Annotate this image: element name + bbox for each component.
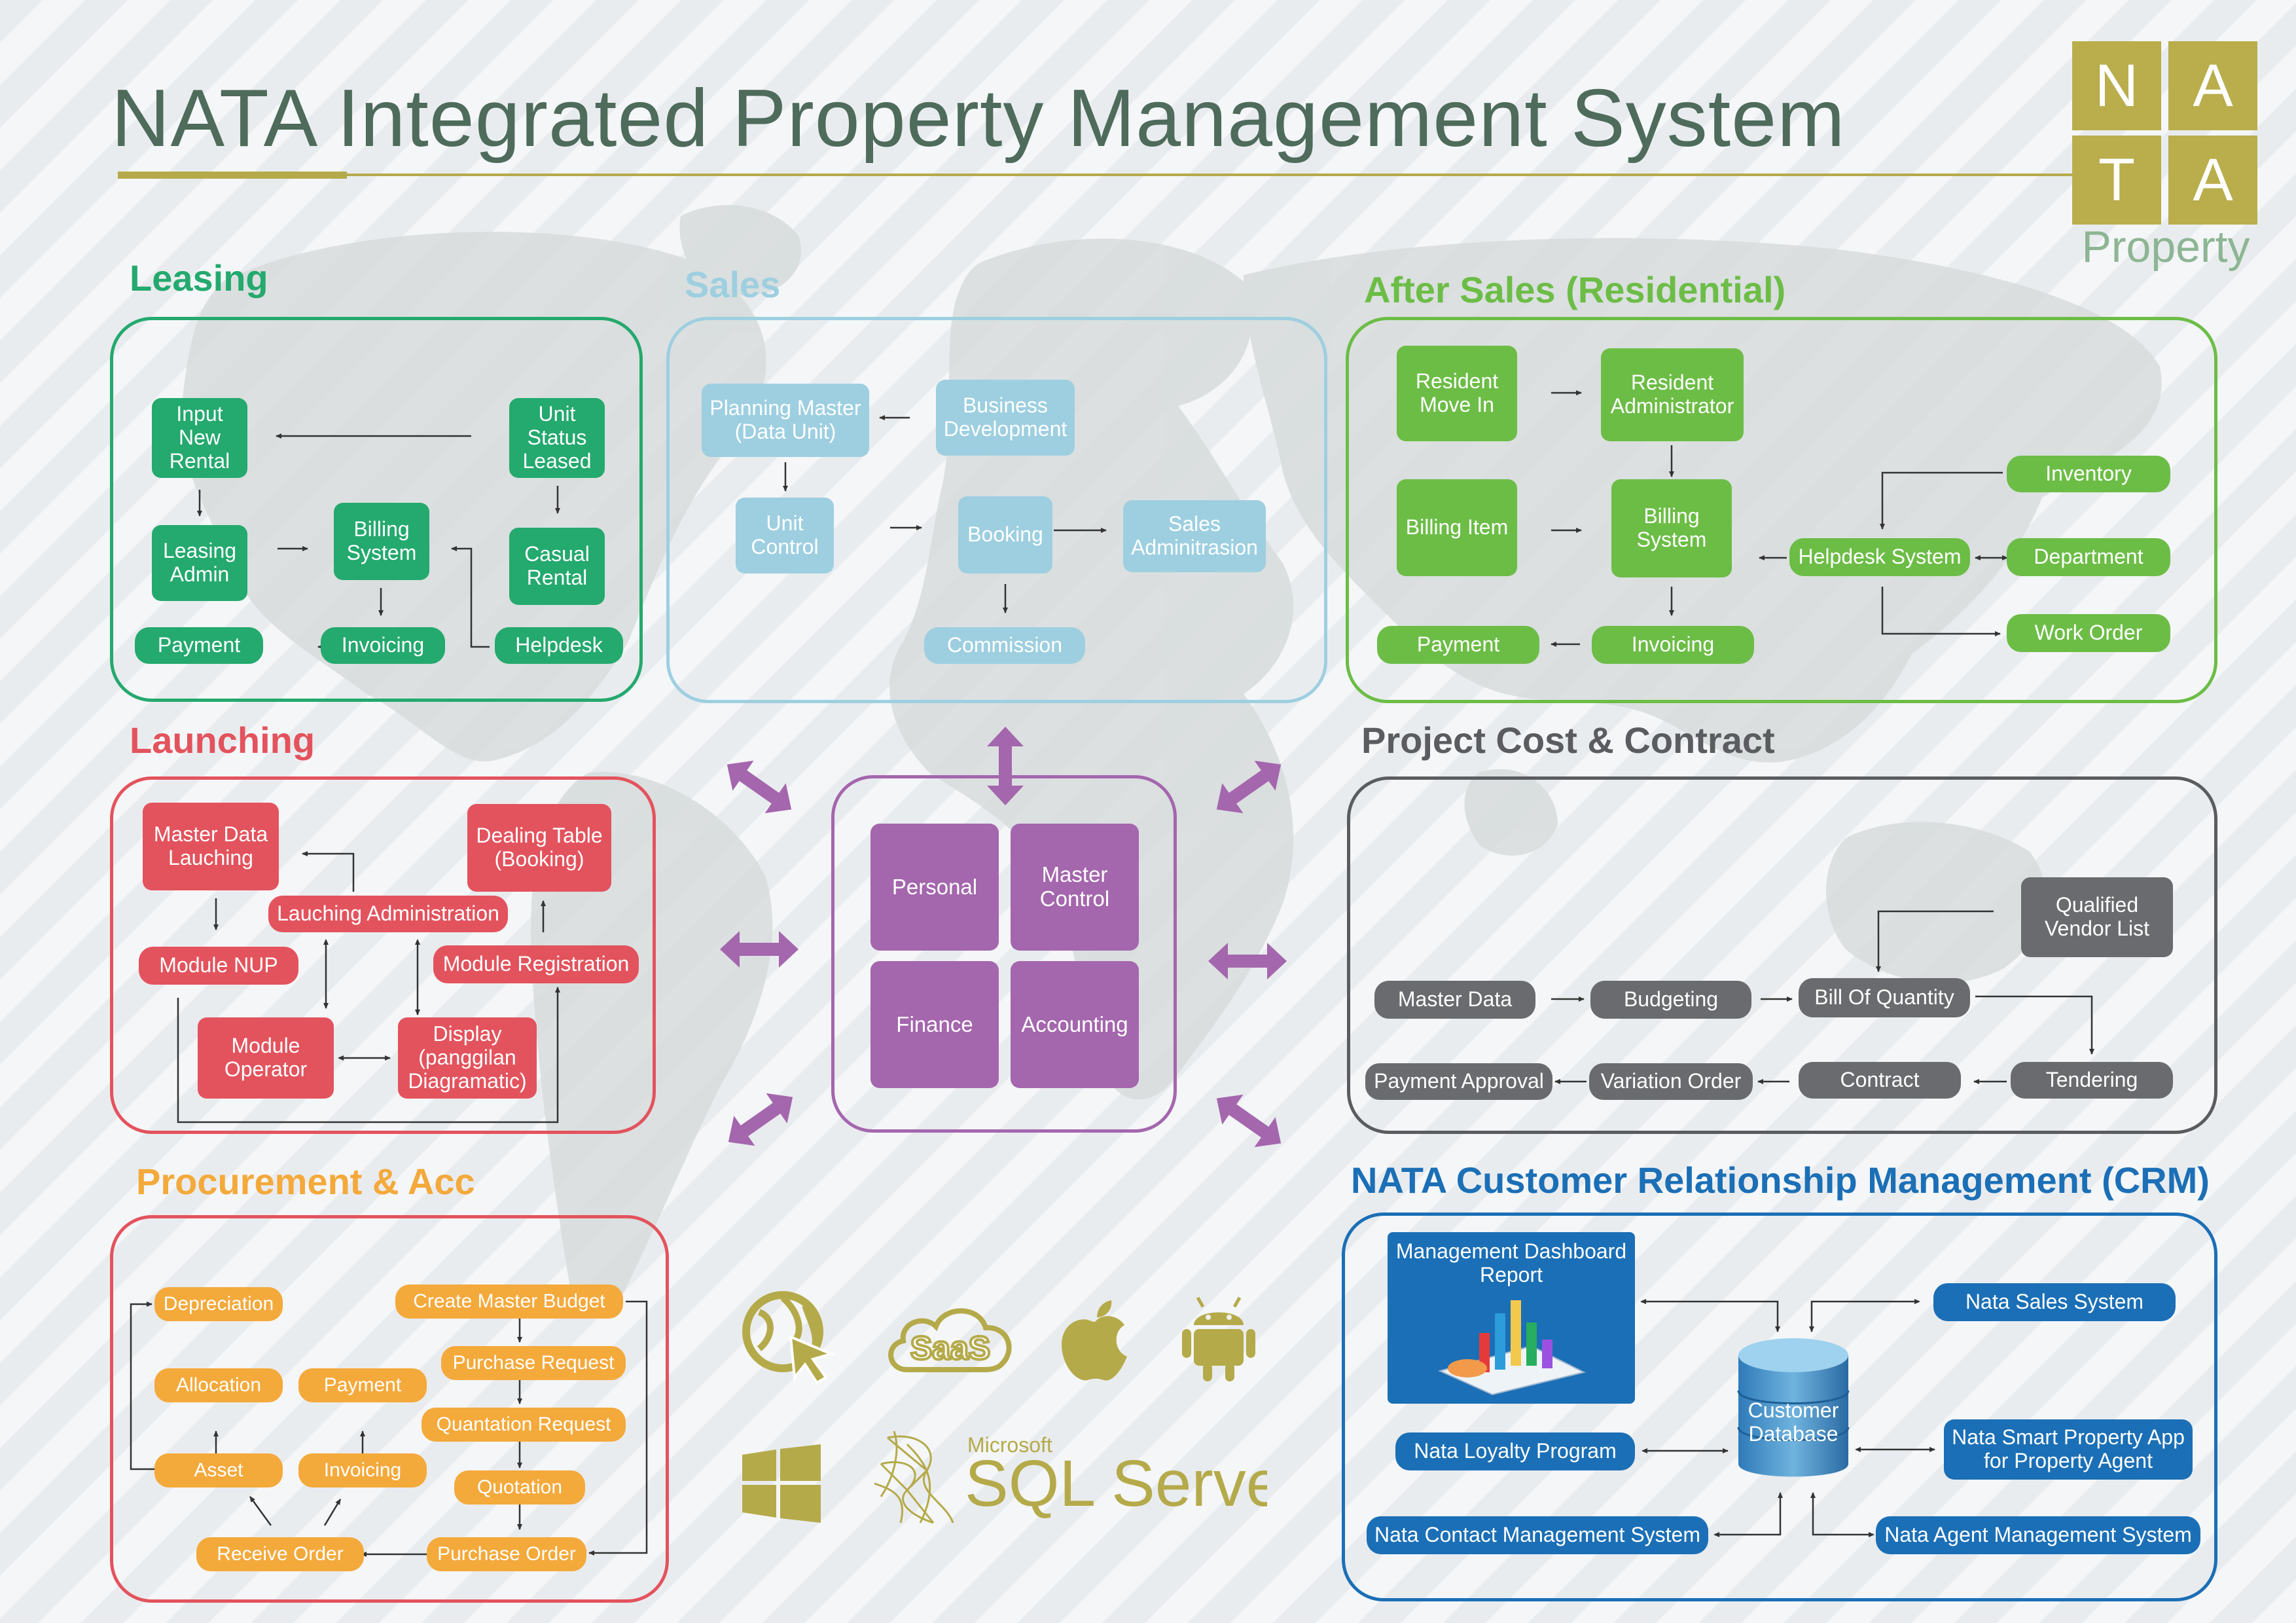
node-inventory[interactable]: Inventory [2007,456,2170,492]
node-billing-item[interactable]: Billing Item [1397,479,1517,576]
dashboard-chart-icon [1438,1300,1586,1396]
node-nata-smart-property[interactable]: Nata Smart Property App for Property Age… [1944,1419,2193,1480]
procurement-panel [110,1215,669,1603]
sql-server-icon: Microsoft SQL Server [874,1431,1267,1524]
title-underline [118,173,2075,176]
sales-panel [666,317,1327,703]
node-allocation[interactable]: Allocation [154,1368,283,1402]
saas-cloud-icon: SaaS [888,1308,1012,1372]
launching-panel [110,776,656,1134]
node-business-development[interactable]: Business Development [936,380,1075,456]
sql-product-text: SQL Server [965,1447,1267,1520]
section-title-after-sales: After Sales (Residential) [1364,269,1786,310]
section-title-crm: NATA Customer Relationship Management (C… [1351,1159,2210,1201]
node-create-master-budget[interactable]: Create Master Budget [395,1285,623,1319]
node-accounting[interactable]: Accounting [1011,961,1139,1088]
logo-letter-n: N [2072,41,2161,130]
node-work-order[interactable]: Work Order [2007,614,2170,652]
page-title: NATA Integrated Property Management Syst… [111,73,1846,164]
sql-brand-text: Microsoft [967,1433,1052,1457]
node-input-new-rental[interactable]: Input New Rental [152,398,247,478]
node-qualified-vendor[interactable]: Qualified Vendor List [2021,877,2173,957]
leasing-panel [110,317,643,702]
logo-letter-a2: A [2168,136,2257,225]
logo-subtitle: Property [2081,222,2250,272]
logo-letter-a: A [2168,41,2257,130]
node-master-data-launching[interactable]: Master Data Lauching [143,803,279,890]
node-unit-control[interactable]: Unit Control [736,498,834,574]
node-depreciation[interactable]: Depreciation [154,1287,283,1321]
node-personal[interactable]: Personal [870,824,999,951]
node-payment-approval[interactable]: Payment Approval [1365,1063,1552,1100]
node-budgeting[interactable]: Budgeting [1590,981,1751,1019]
node-department[interactable]: Department [2007,538,2170,576]
section-title-project-cost: Project Cost & Contract [1361,720,1775,761]
nata-logo: N A T A [2072,41,2257,225]
node-unit-status-leased[interactable]: Unit Status Leased [509,398,605,478]
node-nata-contact-management[interactable]: Nata Contact Management System [1367,1516,1708,1554]
crm-panel [1342,1213,2217,1601]
node-helpdesk-system[interactable]: Helpdesk System [1789,538,1970,576]
node-payment-proc[interactable]: Payment [298,1368,427,1402]
node-billing-system[interactable]: Billing System [334,503,429,580]
after-sales-panel [1346,317,2217,703]
android-icon [1182,1296,1255,1381]
node-casual-rental[interactable]: Casual Rental [509,528,605,605]
node-launching-admin[interactable]: Lauching Administration [268,896,508,932]
node-purchase-request[interactable]: Purchase Request [441,1346,626,1380]
node-display[interactable]: Display (panggilan Diagramatic) [398,1017,537,1099]
node-customer-database[interactable]: Customer Database [1748,1398,1839,1446]
node-commission[interactable]: Commission [924,627,1085,664]
node-bill-of-quantity[interactable]: Bill Of Quantity [1799,978,1970,1017]
saas-text: SaaS [910,1330,990,1366]
node-module-nup[interactable]: Module NUP [139,947,298,985]
node-payment[interactable]: Payment [135,627,263,664]
node-nata-sales-system[interactable]: Nata Sales System [1933,1283,2176,1321]
node-leasing-admin[interactable]: Leasing Admin [152,525,247,601]
node-quantation-request[interactable]: Quantation Request [422,1408,626,1442]
windows-icon [742,1444,821,1523]
customer-database-icon [1737,1338,1850,1477]
node-helpdesk[interactable]: Helpdesk [495,627,623,664]
node-invoicing-proc[interactable]: Invoicing [298,1453,427,1487]
section-title-leasing: Leasing [130,257,268,299]
node-module-operator[interactable]: Module Operator [198,1017,334,1099]
project-cost-panel [1347,776,2217,1134]
section-title-launching: Launching [130,720,315,761]
apple-icon [1062,1300,1127,1381]
node-nata-loyalty-program[interactable]: Nata Loyalty Program [1395,1432,1635,1470]
node-finance[interactable]: Finance [870,961,999,1088]
node-planning-master[interactable]: Planning Master (Data Unit) [702,384,869,457]
node-invoicing-as[interactable]: Invoicing [1592,626,1754,664]
node-purchase-order[interactable]: Purchase Order [427,1537,586,1571]
node-master-data-pc[interactable]: Master Data [1374,981,1535,1019]
logo-letter-t: T [2072,136,2161,225]
node-resident-admin[interactable]: Resident Administrator [1601,348,1744,441]
node-nata-agent-management[interactable]: Nata Agent Management System [1876,1516,2200,1554]
node-asset[interactable]: Asset [154,1453,283,1487]
node-billing-system-as[interactable]: Billing System [1611,479,1732,577]
node-booking[interactable]: Booking [958,496,1052,574]
node-dealing-table[interactable]: Dealing Table (Booking) [467,804,611,892]
node-invoicing[interactable]: Invoicing [321,627,445,664]
node-module-registration[interactable]: Module Registration [433,945,639,983]
web-icon [742,1291,836,1384]
node-resident-move-in[interactable]: Resident Move In [1397,346,1517,441]
title-underline-accent [118,172,347,179]
node-master-control[interactable]: Master Control [1011,824,1139,951]
section-title-sales: Sales [685,264,781,305]
node-variation-order[interactable]: Variation Order [1589,1063,1753,1100]
node-contract[interactable]: Contract [1799,1062,1961,1099]
node-receive-order[interactable]: Receive Order [196,1537,364,1571]
node-tendering[interactable]: Tendering [2011,1062,2173,1099]
dashboard-label: Management Dashboard Report [1395,1239,1627,1286]
node-quotation[interactable]: Quotation [454,1470,585,1504]
node-payment-as[interactable]: Payment [1377,626,1539,664]
node-sales-admin[interactable]: Sales Adminitrasion [1123,500,1266,572]
section-title-procurement: Procurement & Acc [136,1161,475,1202]
